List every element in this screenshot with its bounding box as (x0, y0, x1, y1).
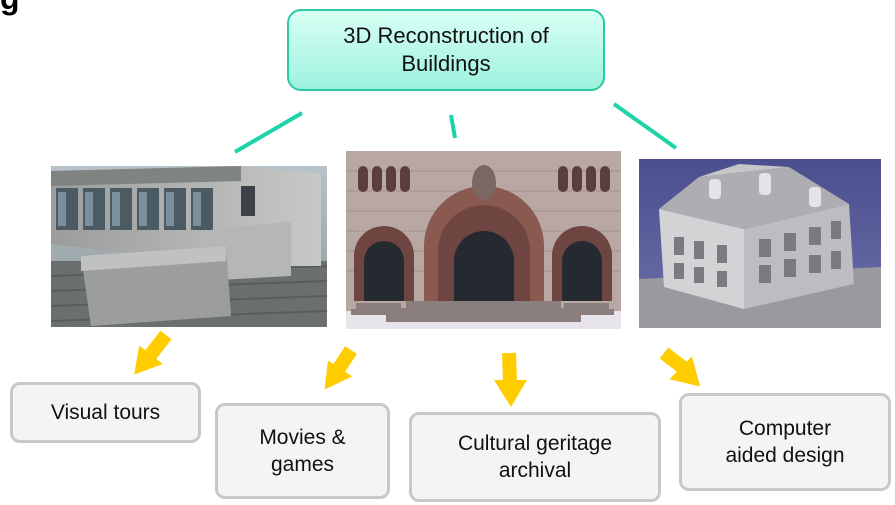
leaf-visual-tours-label: Visual tours (50, 401, 161, 424)
church-facade-illustration (346, 151, 621, 329)
leaf-computer-aided-design-label: Computer aided design (725, 417, 845, 467)
connector-right (612, 102, 678, 150)
connector-left (233, 111, 304, 154)
leaf-computer-aided-design: Computer aided design (679, 393, 891, 491)
arrow-movies-games (324, 346, 357, 390)
arrow-visual-tours (134, 330, 172, 375)
root-node-label: 3D Reconstruction of Buildings (343, 23, 549, 76)
leaf-cultural-heritage: Cultural geritage archival (409, 412, 661, 502)
image-office-building (51, 166, 327, 327)
partial-title: g (0, 0, 20, 17)
root-node: 3D Reconstruction of Buildings (287, 9, 605, 91)
leaf-visual-tours: Visual tours (10, 382, 201, 443)
office-building-illustration (51, 166, 327, 327)
arrow-computer-aided-design (659, 347, 701, 387)
leaf-movies-games-label: Movies & games (259, 426, 346, 476)
arrow-cultural-heritage (494, 352, 527, 407)
image-house-mesh (639, 159, 881, 328)
image-church-facade (346, 151, 621, 329)
leaf-cultural-heritage-label: Cultural geritage archival (457, 432, 613, 482)
house-mesh-illustration (639, 159, 881, 328)
leaf-movies-games: Movies & games (215, 403, 390, 499)
connector-middle (449, 114, 457, 139)
